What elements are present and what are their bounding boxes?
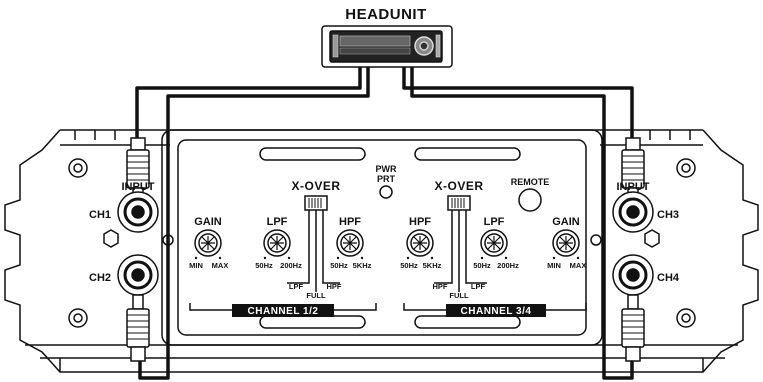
mounting-screws	[68, 158, 696, 328]
right-lpf-hi: 200Hz	[497, 261, 519, 270]
channel-12-band	[232, 304, 334, 317]
ch1-label: CH1	[89, 209, 111, 221]
left-lpf-knob[interactable]	[263, 229, 291, 257]
hex-bolt-icon	[103, 229, 119, 248]
right-lpf-knob[interactable]	[480, 229, 508, 257]
channel-34-label: CHANNEL 3/4	[461, 306, 532, 317]
remote-port[interactable]	[518, 188, 542, 212]
headunit-label: HEADUNIT	[345, 6, 427, 23]
input-label-left: INPUT	[122, 181, 155, 193]
right-lpf-lo: 50Hz	[473, 261, 491, 270]
rca-plug-bottom-right	[621, 294, 645, 362]
power-protect-led-icon	[379, 185, 393, 199]
left-hpf-label: HPF	[339, 216, 361, 228]
cable-ch2	[138, 67, 370, 380]
right-xover-label: X-OVER	[434, 179, 483, 193]
rca-cables	[135, 67, 634, 380]
left-sw-hpf: HPF	[327, 282, 342, 291]
left-lpf-hi: 200Hz	[280, 261, 302, 270]
cable-ch3	[402, 67, 634, 140]
control-panel	[161, 129, 603, 346]
right-hpf-lo: 50Hz	[400, 261, 418, 270]
cable-ch1	[135, 67, 362, 140]
left-hpf-knob[interactable]	[336, 229, 364, 257]
rca-jack-ch1[interactable]	[117, 191, 159, 233]
pwr-label: PWR	[376, 164, 397, 174]
left-gain-label: GAIN	[194, 216, 222, 228]
cable-ch4	[410, 67, 634, 380]
left-xover-switch[interactable]	[287, 195, 340, 292]
right-sw-full: FULL	[449, 291, 469, 300]
ch2-label: CH2	[89, 272, 111, 284]
rca-jack-ch2[interactable]	[117, 254, 159, 296]
right-gain-knob[interactable]	[552, 229, 580, 257]
rca-jack-ch4[interactable]	[612, 254, 654, 296]
right-hpf-knob[interactable]	[406, 229, 434, 257]
left-gain-min: MIN	[189, 261, 203, 270]
left-lpf-lo: 50Hz	[255, 261, 273, 270]
left-lpf-label: LPF	[267, 216, 288, 228]
channel-34-band	[446, 304, 546, 317]
right-gain-label: GAIN	[552, 216, 580, 228]
rca-jack-ch3[interactable]	[612, 191, 654, 233]
rca-plug-bottom-left	[126, 294, 150, 362]
left-gain-knob[interactable]	[194, 229, 222, 257]
left-hpf-lo: 50Hz	[330, 261, 348, 270]
ch4-label: CH4	[657, 272, 680, 284]
right-sw-hpf: HPF	[433, 282, 448, 291]
input-label-right: INPUT	[617, 181, 650, 193]
left-hpf-hi: 5KHz	[353, 261, 372, 270]
panel-slots	[259, 147, 521, 329]
left-gain-max: MAX	[212, 261, 229, 270]
left-sw-lpf: LPF	[289, 282, 304, 291]
left-xover-label: X-OVER	[291, 179, 340, 193]
right-hpf-label: HPF	[409, 216, 431, 228]
prt-label: PRT	[377, 174, 396, 184]
right-gain-max: MAX	[570, 261, 587, 270]
ch3-label: CH3	[657, 209, 679, 221]
right-hpf-hi: 5KHz	[423, 261, 442, 270]
channel-12-label: CHANNEL 1/2	[248, 306, 319, 317]
remote-label: REMOTE	[511, 177, 550, 187]
screw-icon	[590, 234, 602, 246]
right-gain-min: MIN	[547, 261, 561, 270]
right-lpf-label: LPF	[484, 216, 505, 228]
right-xover-switch[interactable]	[434, 195, 487, 292]
left-sw-full: FULL	[306, 291, 326, 300]
headunit	[321, 25, 453, 68]
right-sw-lpf: LPF	[471, 282, 486, 291]
hex-bolt-icon	[644, 229, 660, 248]
